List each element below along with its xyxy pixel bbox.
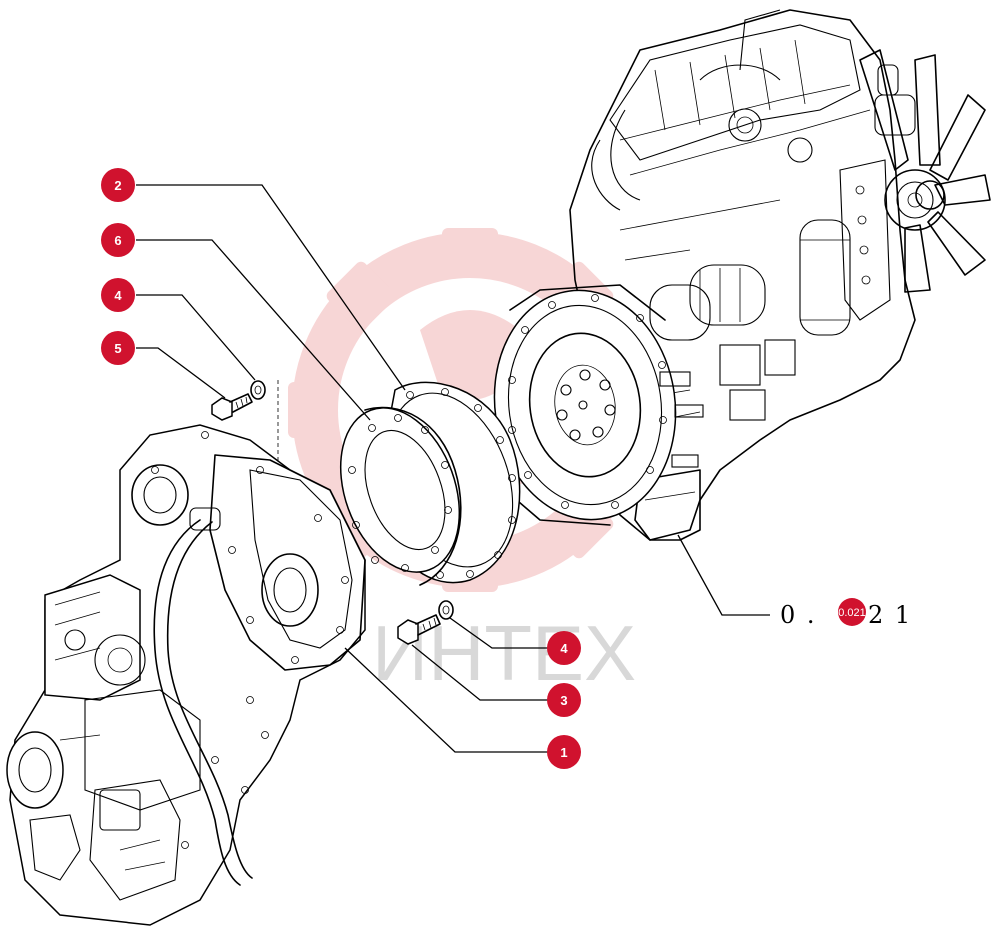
leader-3	[411, 644, 548, 701]
callout-6[interactable]: 6	[101, 223, 135, 257]
leader-2	[136, 184, 406, 391]
callout-3[interactable]: 3	[547, 683, 581, 717]
reference-suffix: 2 1	[868, 601, 912, 629]
leader-4a	[136, 294, 256, 381]
callout-label: 4	[560, 641, 568, 656]
leader-lines	[136, 184, 770, 753]
bolt-part-5	[211, 393, 253, 421]
callout-5[interactable]: 5	[101, 331, 135, 365]
reference-number[interactable]: 0 . 0.021 2 1	[780, 598, 912, 629]
callout-label: 4	[114, 288, 122, 303]
engine-assembly	[493, 9, 991, 541]
leader-6	[136, 239, 371, 421]
leader-4b	[449, 617, 548, 649]
transmission-housing-part-1	[6, 424, 366, 926]
callout-2[interactable]: 2	[101, 168, 135, 202]
reference-prefix: 0 .	[780, 601, 817, 629]
callout-1[interactable]: 1	[547, 735, 581, 769]
washer-part-4-lower	[438, 600, 454, 620]
callout-label: 1	[560, 745, 567, 760]
callout-label: 2	[114, 178, 121, 193]
callout-label: 3	[560, 693, 567, 708]
cooling-fan	[859, 49, 991, 293]
reference-badge[interactable]: 0.021	[838, 598, 866, 626]
flywheel-bolts	[556, 369, 616, 441]
bolt-part-3	[397, 614, 441, 645]
callout-4-lower[interactable]: 4	[547, 631, 581, 665]
leader-1	[344, 647, 548, 753]
callout-label: 6	[114, 233, 121, 248]
reference-badge-label: 0.021	[838, 607, 866, 619]
callout-4-upper[interactable]: 4	[101, 278, 135, 312]
washer-part-4-upper	[250, 380, 266, 400]
leader-ref	[677, 534, 770, 616]
leader-5	[136, 347, 226, 399]
spacer-ring-part-6	[339, 406, 462, 586]
callout-label: 5	[114, 341, 121, 356]
